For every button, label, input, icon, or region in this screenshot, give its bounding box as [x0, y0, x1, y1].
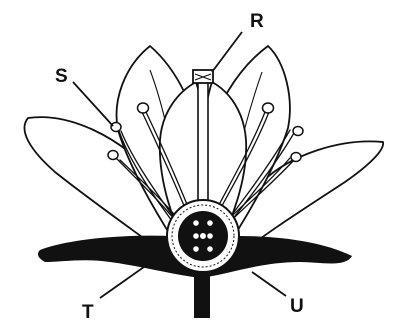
anther: [108, 151, 118, 160]
leader-s: [73, 82, 113, 126]
ovary: [167, 200, 239, 272]
label-u: U: [290, 296, 304, 317]
label-s: S: [55, 66, 68, 87]
label-r: R: [250, 11, 264, 32]
anther: [293, 127, 303, 136]
leader-u: [252, 272, 286, 296]
style: [198, 82, 208, 212]
anther: [263, 103, 274, 113]
leader-r: [212, 32, 242, 72]
anther: [111, 123, 121, 132]
stigma: [193, 70, 213, 83]
anther: [138, 103, 149, 113]
anther: [291, 153, 301, 162]
label-t: T: [82, 302, 94, 323]
